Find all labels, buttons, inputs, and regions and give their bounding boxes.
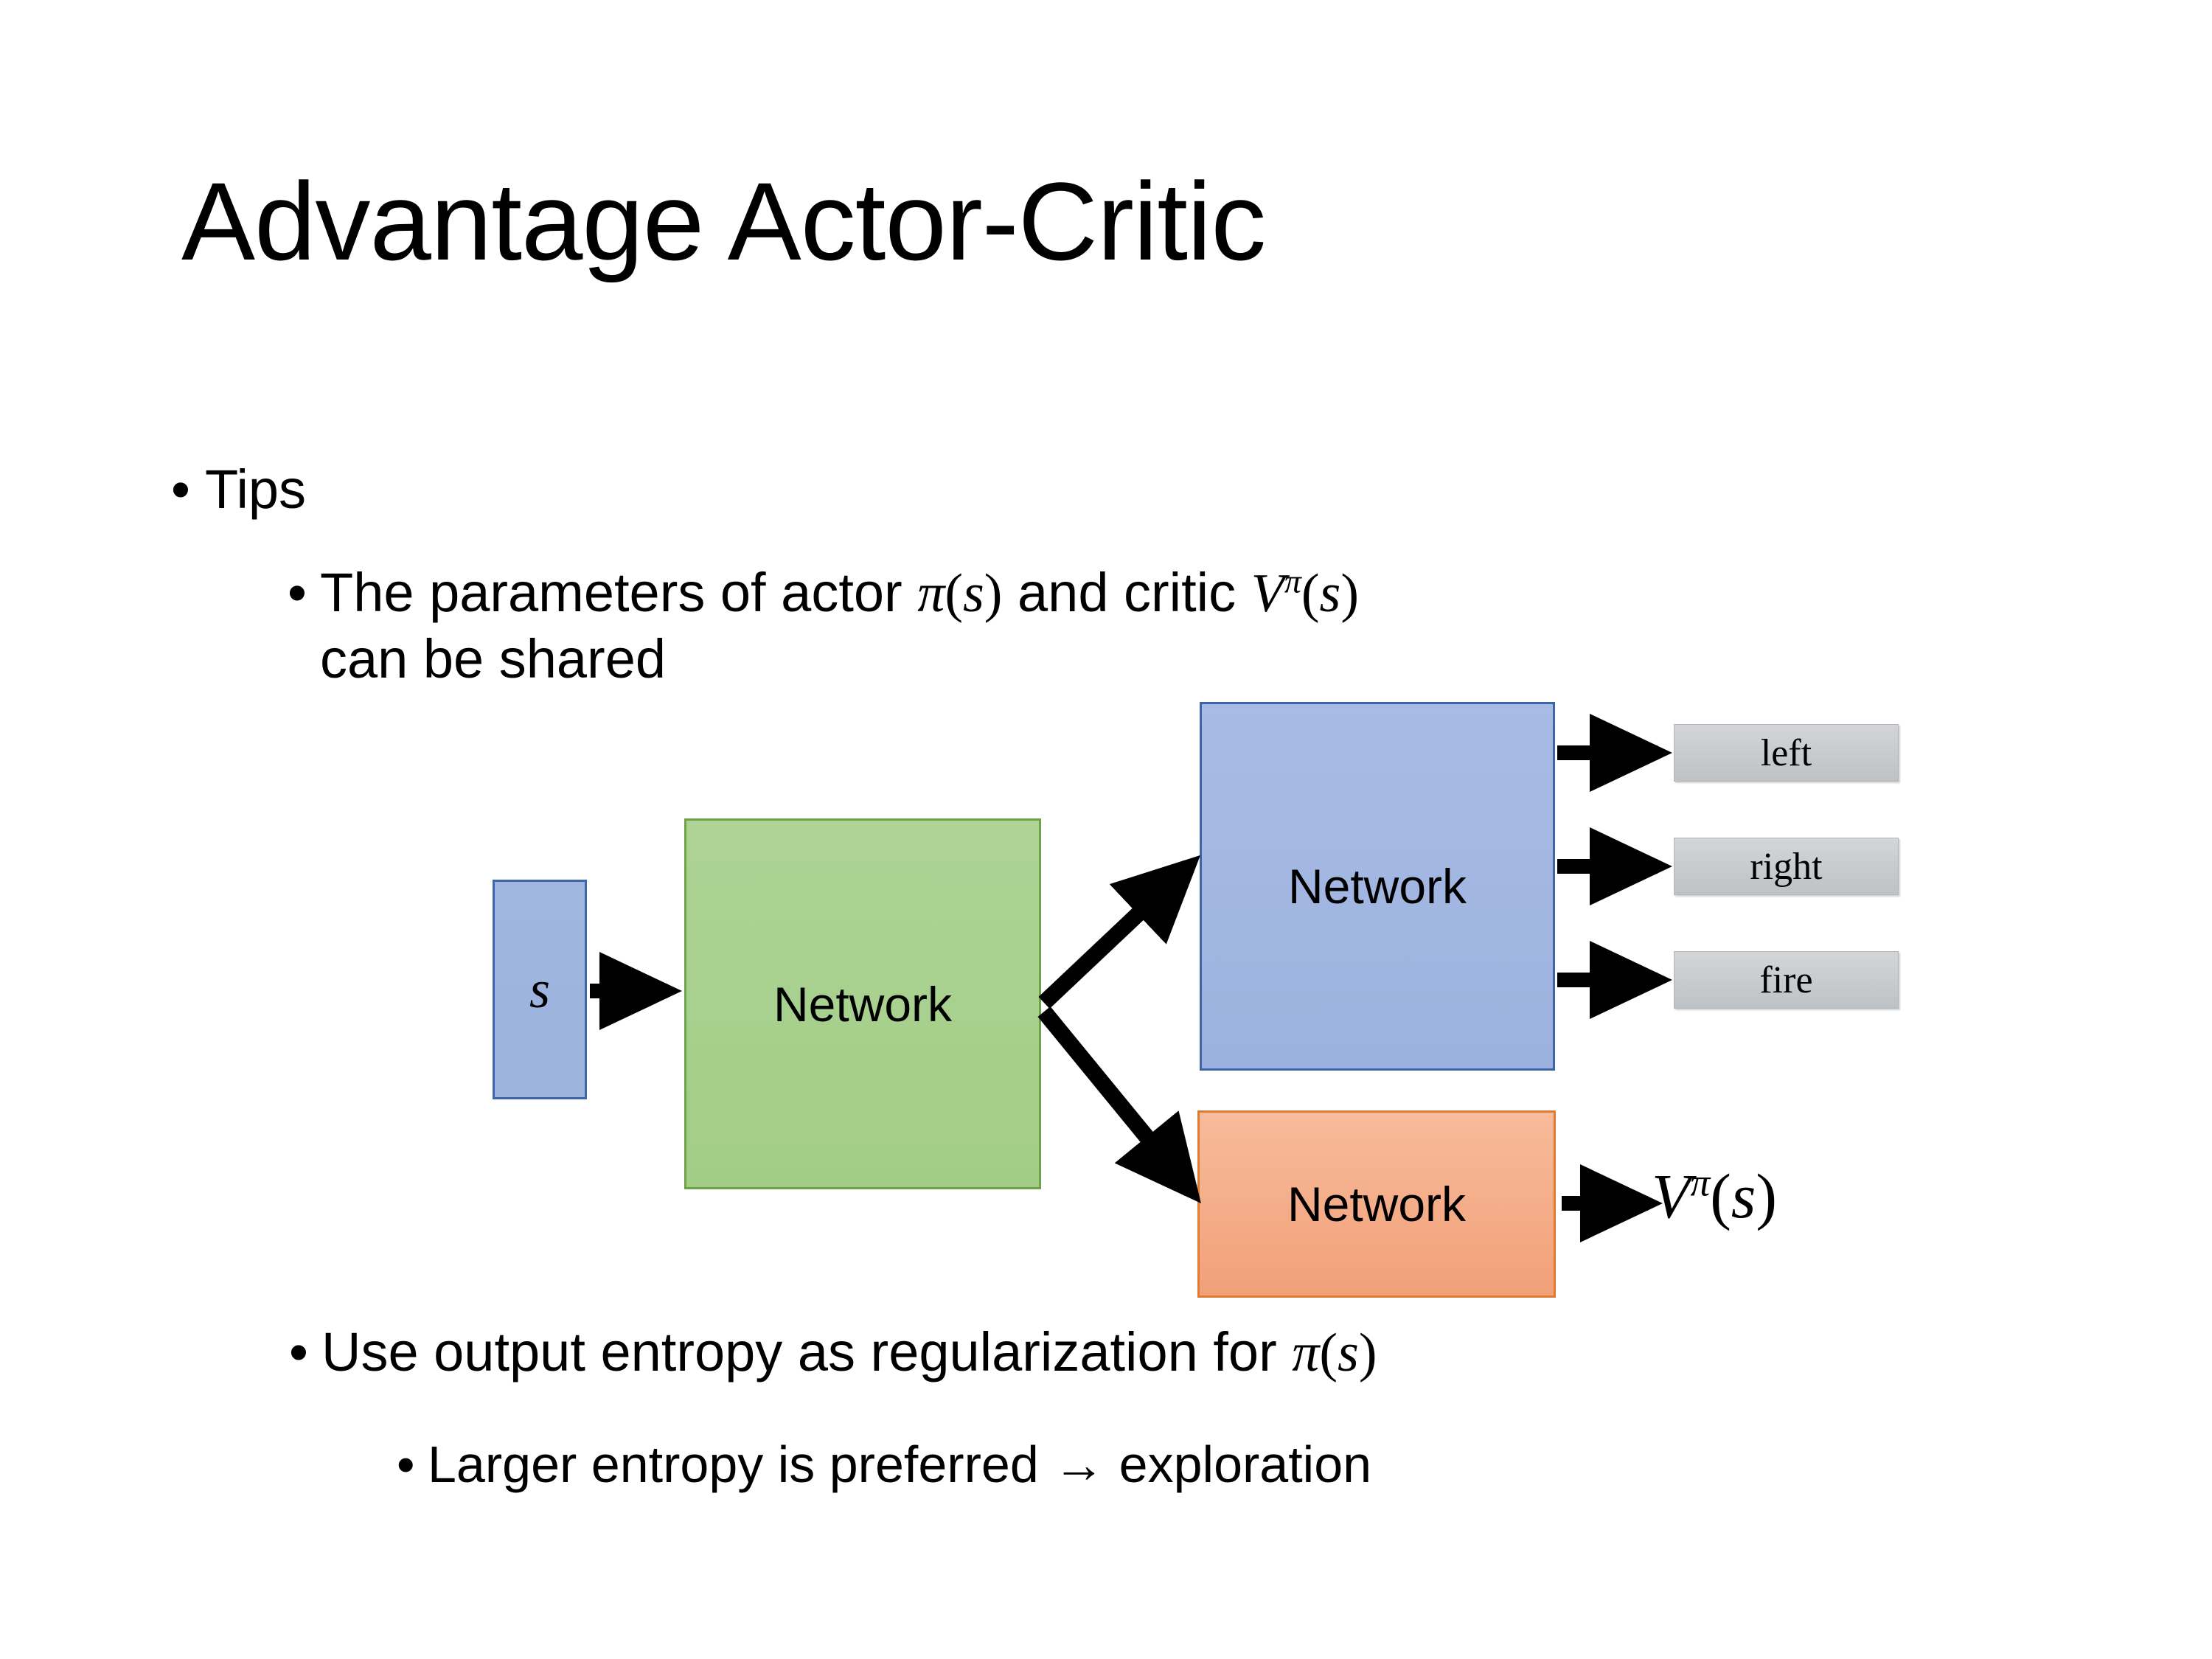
math-paren-open: ( [1710,1161,1731,1231]
math-paren-open: ( [1319,1323,1338,1383]
shared-network-box: Network [684,818,1041,1189]
bullet-entropy-regularization: • Use output entropy as regularization f… [289,1320,1377,1385]
value-function-output-label: Vπ(s) [1652,1159,1777,1233]
text-use-output-entropy: Use output entropy as regularization for [321,1321,1293,1382]
bullet-larger-entropy-label: Larger entropy is preferred → exploratio… [428,1436,1372,1493]
math-superscript-pi: π [1284,562,1301,600]
math-s: s [962,563,984,624]
arrow-shared-to-critic-network [1037,1006,1201,1204]
bullet-tips: • Tips [171,457,306,521]
state-input-label: s [529,960,551,1019]
state-input-box: s [493,880,587,1099]
shared-network-label: Network [773,976,953,1032]
action-output-fire: fire [1674,951,1899,1009]
bullet-larger-entropy: • Larger entropy is preferred → explorat… [397,1434,1371,1495]
action-output-left: left [1674,724,1899,782]
actor-network-box: Network [1200,702,1555,1071]
critic-network-box: Network [1197,1110,1556,1298]
math-s-2: s [1319,563,1341,624]
bullet-shared-parameters-label: The parameters of actor π(s) and critic … [320,560,1359,692]
bullet-marker-icon: • [288,562,307,623]
math-paren-open-2: ( [1301,563,1320,624]
math-paren-close: ) [984,563,1003,624]
actor-network-label: Network [1287,859,1467,914]
math-pi: π [917,563,945,624]
bullet-tips-label: Tips [205,459,307,520]
math-s: s [1731,1161,1756,1231]
arrow-shared-to-actor-network [1038,855,1200,1009]
math-V: V [1652,1161,1691,1231]
bullet-marker-icon: • [397,1436,415,1493]
math-superscript-pi: π [1690,1160,1711,1205]
critic-network-label: Network [1287,1177,1467,1231]
bullet-marker-icon: • [171,459,190,520]
math-paren-open: ( [945,563,963,624]
text-the-parameters-of-actor: The parameters of actor [320,562,918,623]
bullet-shared-parameters: • The parameters of actor π(s) and criti… [288,560,2020,692]
action-output-right-label: right [1750,845,1823,888]
math-pi: π [1292,1323,1320,1383]
math-paren-close: ) [1358,1323,1377,1383]
page-title: Advantage Actor-Critic [181,159,1266,283]
action-output-right: right [1674,838,1899,895]
action-output-fire-label: fire [1759,959,1813,1001]
text-and-critic: and critic [1002,562,1251,623]
action-output-left-label: left [1760,731,1812,774]
math-s: s [1338,1323,1359,1383]
bullet-marker-icon: • [289,1321,308,1382]
bullet-entropy-regularization-label: Use output entropy as regularization for… [321,1320,1377,1385]
math-paren-close: ) [1756,1161,1778,1231]
math-V: V [1251,563,1284,624]
text-can-be-shared: can be shared [320,627,667,689]
math-paren-close-2: ) [1340,563,1359,624]
